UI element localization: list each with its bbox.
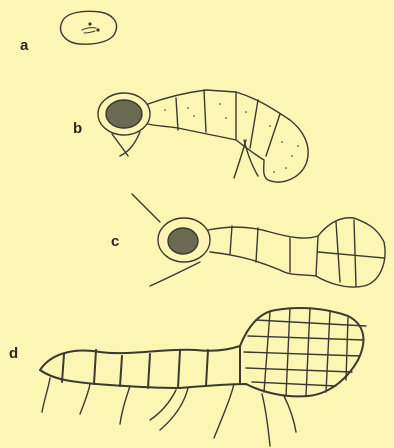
developed-prothallium-d-drawing [40, 308, 366, 446]
germinating-spore-b-drawing [98, 90, 308, 182]
spore-a-drawing [61, 11, 117, 44]
young-prothallium-c-drawing [132, 194, 385, 287]
